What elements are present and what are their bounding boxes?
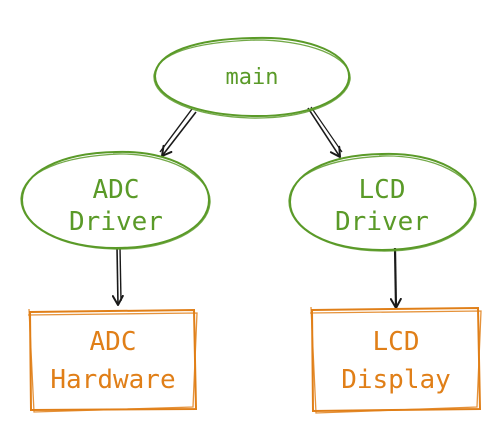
edge-adc-driver-to-adc-hardware <box>111 246 124 306</box>
node-main-shape <box>153 36 351 118</box>
svg-text:Hardware: Hardware <box>50 365 175 395</box>
svg-text:ADC: ADC <box>93 175 140 205</box>
node-adc-driver-line2: Driver <box>69 207 163 237</box>
svg-text:Driver: Driver <box>69 207 163 237</box>
svg-text:Display: Display <box>341 365 451 395</box>
node-adc-hardware: ADC Hardware <box>27 308 198 413</box>
node-lcd-driver-line2: Driver <box>335 207 429 237</box>
node-adc-hardware-line2: Hardware <box>50 365 175 395</box>
node-lcd-driver-line1: LCD <box>359 175 406 205</box>
node-lcd-driver: LCD Driver <box>288 152 477 252</box>
node-lcd-display: LCD Display <box>309 306 482 414</box>
node-main-label: main <box>226 65 279 90</box>
edge-main-to-lcd-driver <box>307 106 343 158</box>
edge-lcd-driver-to-lcd-display <box>389 247 402 309</box>
node-lcd-display-line2: Display <box>341 365 451 395</box>
node-adc-hardware-shape <box>28 308 198 412</box>
node-main: main <box>153 36 351 119</box>
node-adc-hardware-line1: ADC <box>90 327 137 357</box>
node-adc-driver: ADC Driver <box>20 150 211 250</box>
edge-main-to-adc-driver <box>159 108 197 157</box>
svg-text:LCD: LCD <box>359 175 406 205</box>
node-lcd-display-shape <box>310 306 482 413</box>
node-lcd-display-line1: LCD <box>373 327 420 357</box>
svg-text:ADC: ADC <box>90 327 137 357</box>
node-adc-driver-line1: ADC <box>93 175 140 205</box>
svg-text:Driver: Driver <box>335 207 429 237</box>
svg-text:LCD: LCD <box>373 327 420 357</box>
